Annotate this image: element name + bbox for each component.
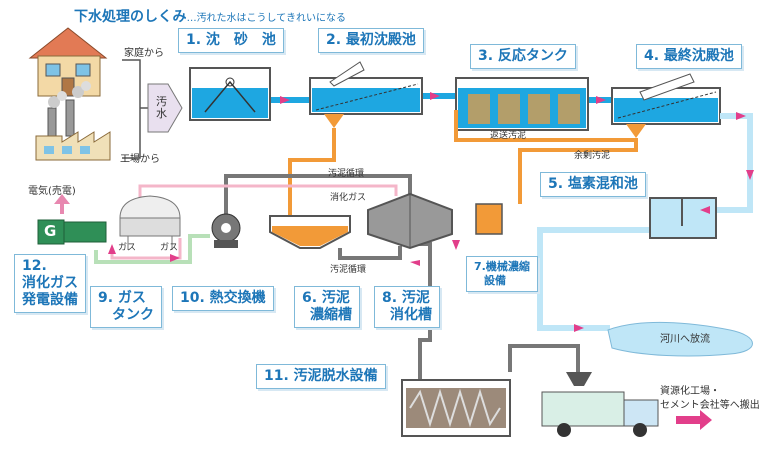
gas-tank-icon <box>119 195 181 250</box>
step-10-label: 10. 熱交換機 <box>172 286 274 311</box>
sources-bracket <box>122 59 148 159</box>
sludge-circulation-top-label: 汚泥循環 <box>328 169 365 179</box>
sludge-thickener <box>269 215 351 249</box>
step-6-line1: 6. 汚泥 <box>302 290 350 306</box>
excess-sludge-label: 余剰汚泥 <box>574 151 611 161</box>
return-sludge-line <box>288 110 638 222</box>
step-8-line1: 8. 汚泥 <box>382 290 430 306</box>
step-7-line2: 設備 <box>484 274 506 287</box>
reaction-tank <box>455 77 589 131</box>
step-9-line1: 9. ガス <box>98 290 146 306</box>
gas-label-1: ガス <box>118 243 137 253</box>
mechanical-thickener <box>475 203 503 235</box>
step-3-label: 3. 反応タンク <box>470 44 576 69</box>
primary-settling-tank <box>309 61 423 128</box>
electricity-label: 電気(売電) <box>28 186 76 197</box>
grit-chamber <box>189 67 271 121</box>
generator-icon <box>37 194 107 245</box>
step-9-label: 9. ガス タンク <box>90 286 162 328</box>
house-icon <box>28 27 108 97</box>
final-settling-tank <box>611 73 721 138</box>
effluent-line <box>537 113 753 331</box>
river-label: 河川へ放流 <box>660 334 710 345</box>
step-7-line1: 7.機械濃縮 <box>474 260 530 273</box>
step-6-label: 6. 汚泥 濃縮槽 <box>294 286 360 328</box>
step-1-label: 1. 沈 砂 池 <box>178 28 284 53</box>
river-icon <box>607 321 753 357</box>
gas-label-2: ガス <box>160 243 179 253</box>
step-5-label: 5. 塩素混和池 <box>540 172 646 197</box>
step-12-line2: 消化ガス <box>22 275 78 291</box>
step-12-line1: 12. <box>22 258 47 274</box>
step-12-line3: 発電設備 <box>22 292 78 308</box>
sludge-circulation-bottom-label: 汚泥循環 <box>330 265 367 275</box>
step-9-line2: タンク <box>112 307 154 323</box>
generator-label: G <box>44 222 57 240</box>
sludge-dehydrator <box>401 344 592 437</box>
sewage-label: 汚水 <box>156 95 167 120</box>
step-12-label: 12. 消化ガス 発電設備 <box>14 254 86 313</box>
step-6-line2: 濃縮槽 <box>310 307 352 323</box>
sludge-digester <box>367 192 453 250</box>
flow-arrows <box>108 92 754 430</box>
truck-icon <box>541 391 659 437</box>
heat-exchanger-icon <box>211 213 241 248</box>
factory-icon <box>35 81 111 161</box>
page-subtitle: …汚れた水はこうしてきれいになる <box>186 13 346 24</box>
page-title: 下水処理のしくみ…汚れた水はこうしてきれいになる <box>74 9 346 25</box>
sewage-arrow <box>147 83 183 133</box>
source-home-label: 家庭から <box>124 48 164 59</box>
step-7-label: 7.機械濃縮 設備 <box>466 256 538 292</box>
recycle-label-2: セメント会社等へ搬出 <box>660 400 760 411</box>
digestion-gas-label: 消化ガス <box>330 193 367 203</box>
step-2-label: 2. 最初沈殿池 <box>318 28 424 53</box>
step-11-label: 11. 汚泥脱水設備 <box>256 364 386 389</box>
step-8-line2: 消化槽 <box>390 307 432 323</box>
source-factory-label: 工場から <box>120 154 160 165</box>
step-4-label: 4. 最終沈殿池 <box>636 44 742 69</box>
recycle-label-1: 資源化工場・ <box>660 386 720 397</box>
heat-pipes <box>94 234 210 264</box>
step-8-label: 8. 汚泥 消化槽 <box>374 286 440 328</box>
chlorine-mixing-tank <box>649 197 717 239</box>
return-sludge-label: 返送汚泥 <box>490 131 527 141</box>
